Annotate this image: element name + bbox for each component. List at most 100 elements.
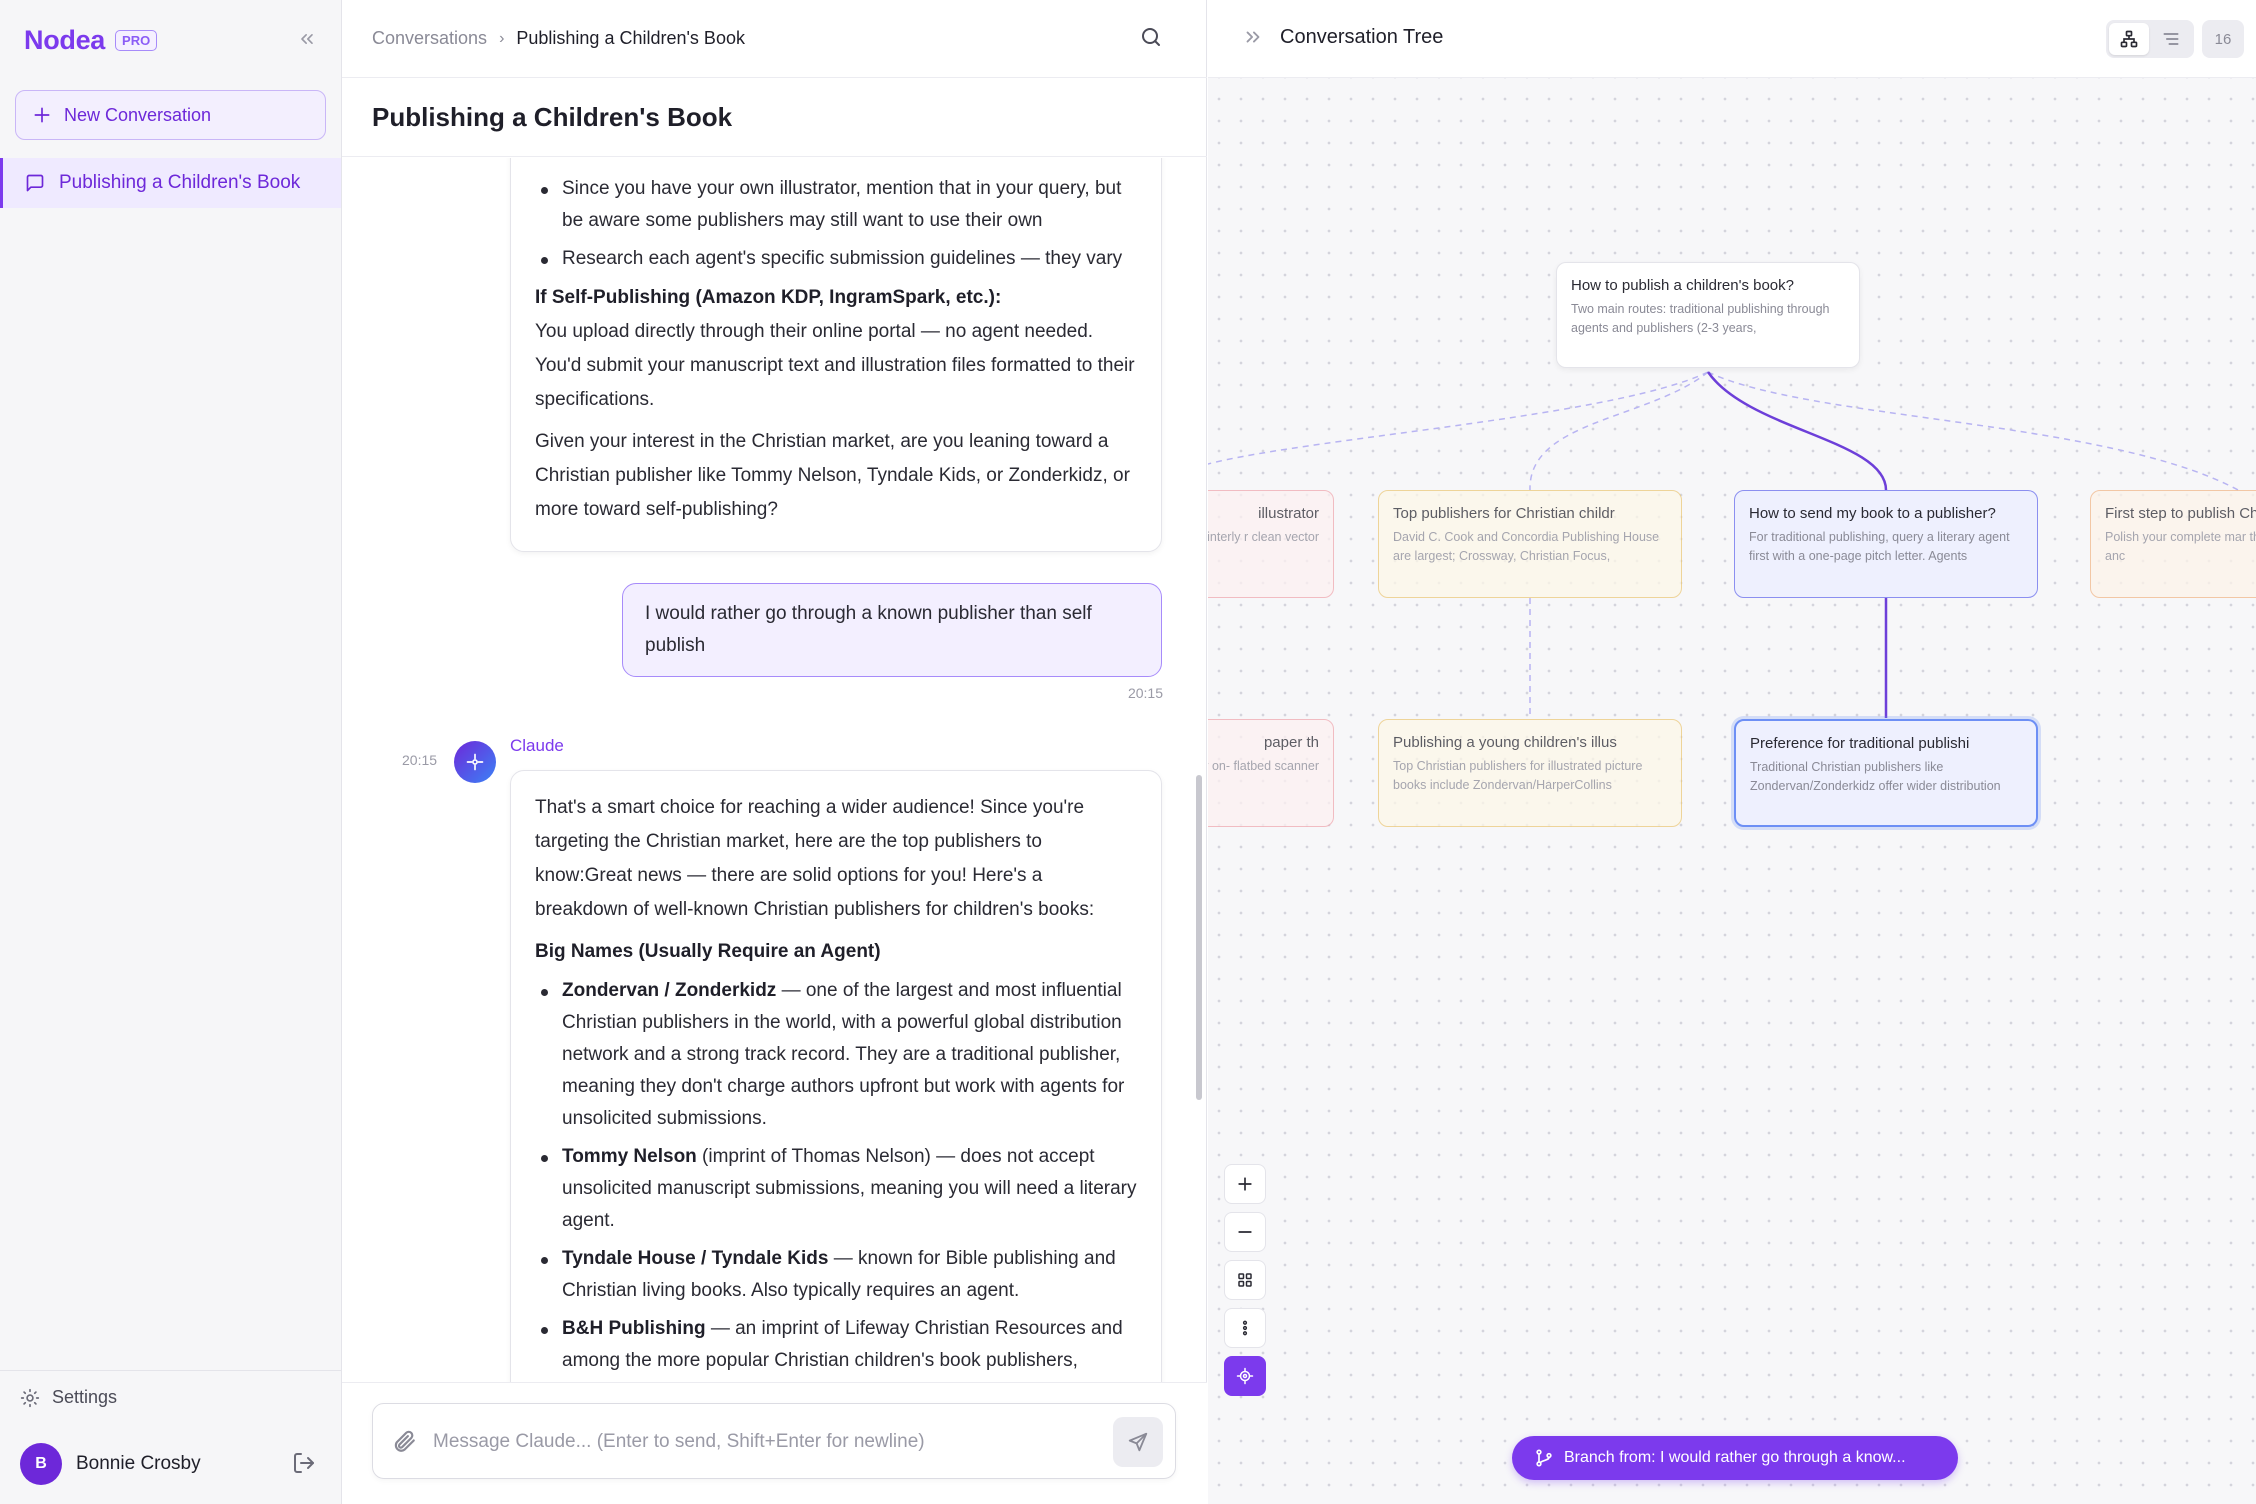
node-title: paper th: [1263, 734, 1319, 751]
tree-node[interactable]: Top publishers for Christian childr Davi…: [1378, 490, 1682, 598]
list-view-button[interactable]: [2151, 23, 2191, 55]
assistant-avatar: [454, 741, 496, 783]
publisher-desc: — known for Bible publishing and Christi…: [562, 1248, 1116, 1301]
collapse-sidebar-button[interactable]: [292, 24, 322, 54]
tree-title: Conversation Tree: [1280, 26, 1444, 48]
tree-node[interactable]: First step to publish Ch Polish your com…: [2090, 490, 2256, 598]
node-title: illustrator: [1258, 505, 1319, 522]
node-snippet: p for painterly r clean vector: [1208, 530, 1319, 544]
git-branch-icon: [1536, 1449, 1552, 1467]
node-snippet: Polish your complete mar through proofre…: [2105, 530, 2256, 563]
target-icon: [1236, 1367, 1254, 1385]
sparkle-icon: [466, 753, 484, 771]
brand-logo: Nodea: [24, 24, 106, 55]
attach-button[interactable]: [391, 1428, 419, 1456]
breadcrumb-current: Publishing a Children's Book: [516, 28, 745, 48]
search-button[interactable]: [1139, 25, 1167, 53]
zoom-in-button[interactable]: [1224, 1164, 1266, 1204]
grid-icon: [1238, 1273, 1252, 1287]
list-icon: [2163, 33, 2179, 45]
avatar: B: [20, 1443, 62, 1485]
publisher-name: Tommy Nelson: [562, 1146, 697, 1167]
chat-title-bar: Publishing a Children's Book: [342, 79, 1207, 157]
brand: Nodea PRO: [24, 22, 158, 58]
node-snippet: David C. Cook and Concordia Publishing H…: [1393, 530, 1660, 563]
list-item: Tyndale House / Tyndale Kids — known for…: [535, 1243, 1137, 1307]
message-timestamp: 20:15: [1127, 685, 1163, 701]
composer: [372, 1403, 1176, 1479]
node-title: Top publishers for Christian childr: [1393, 505, 1615, 522]
publisher-name: B&H Publishing: [562, 1318, 706, 1339]
tree-header: Conversation Tree 16: [1208, 0, 2256, 78]
minus-icon: [1238, 1231, 1252, 1233]
assistant-message: That's a smart choice for reaching a wid…: [510, 770, 1162, 1382]
send-button[interactable]: [1113, 1417, 1163, 1467]
layout-vertical-button[interactable]: [1224, 1308, 1266, 1348]
chat-panel: Conversations › Publishing a Children's …: [342, 0, 1207, 1504]
new-conversation-label: New Conversation: [64, 104, 212, 125]
focus-active-button[interactable]: [1224, 1356, 1266, 1396]
conversation-item[interactable]: Publishing a Children's Book: [0, 158, 341, 208]
paperclip-icon: [394, 1430, 415, 1452]
tree-edges: [1208, 371, 2239, 718]
tree-node[interactable]: Publishing a young children's illus Top …: [1378, 719, 1682, 827]
tree-node[interactable]: illustrator p for painterly r clean vect…: [1208, 490, 1334, 598]
message-list[interactable]: Since you have your own illustrator, men…: [342, 158, 1207, 1382]
message-paragraph: You upload directly through their online…: [535, 321, 1135, 410]
node-title: First step to publish Ch: [2105, 505, 2256, 522]
breadcrumb: Conversations › Publishing a Children's …: [342, 0, 1207, 78]
list-item: Since you have your own illustrator, men…: [535, 173, 1137, 237]
tree-view-button[interactable]: [2109, 23, 2149, 55]
tree-node[interactable]: How to send my book to a publisher? For …: [1734, 490, 2038, 598]
publisher-desc: (imprint of Thomas Nelson) — does not ac…: [562, 1146, 1137, 1231]
page-title: Publishing a Children's Book: [372, 102, 733, 132]
message-input[interactable]: [433, 1422, 1073, 1462]
list-item: B&H Publishing — an imprint of Lifeway C…: [535, 1313, 1137, 1377]
settings-label: Settings: [52, 1387, 118, 1407]
settings-sun-icon: [20, 1388, 40, 1407]
list-item: Zondervan / Zonderkidz — one of the larg…: [535, 975, 1137, 1135]
assistant-name: Claude: [510, 736, 564, 755]
pro-badge: PRO: [115, 29, 158, 51]
logout-button[interactable]: [292, 1451, 320, 1479]
node-count-badge: 16: [2202, 20, 2244, 58]
expand-panel-button[interactable]: [1242, 26, 1268, 52]
message-heading: Big Names (Usually Require an Agent): [535, 941, 881, 962]
node-snippet: Top Christian publishers for illustrated…: [1393, 759, 1643, 792]
message-heading: If Self-Publishing (Amazon KDP, IngramSp…: [535, 287, 1002, 308]
user-name: Bonnie Crosby: [76, 1453, 201, 1474]
publisher-name: Tyndale House / Tyndale Kids: [562, 1248, 829, 1269]
settings-button[interactable]: Settings: [20, 1387, 117, 1408]
conversation-item-label: Publishing a Children's Book: [59, 172, 301, 193]
tree-panel[interactable]: Conversation Tree 16 How to publish a ch…: [1208, 0, 2256, 1504]
message-paragraph: That's a smart choice for reaching a wid…: [535, 797, 1095, 920]
tree-node-active[interactable]: Preference for traditional publishi Trad…: [1734, 719, 2038, 827]
node-snippet: Traditional Christian publishers like Zo…: [1750, 760, 2001, 793]
send-icon: [1128, 1432, 1148, 1452]
node-title: How to publish a children's book?: [1571, 277, 1794, 294]
plus-icon: [1238, 1177, 1252, 1191]
fit-view-button[interactable]: [1224, 1260, 1266, 1300]
user-message: I would rather go through a known publis…: [622, 583, 1162, 677]
search-icon: [1142, 28, 1160, 46]
publisher-name: Zondervan / Zonderkidz: [562, 980, 777, 1001]
new-conversation-button[interactable]: New Conversation: [15, 90, 326, 140]
node-title: Preference for traditional publishi: [1750, 735, 1970, 752]
tree-node[interactable]: paper th s traditionally on- flatbed sca…: [1208, 719, 1334, 827]
chevrons-left-icon: [301, 34, 313, 45]
chevrons-right-icon: [1246, 31, 1260, 43]
chevron-right-icon: ›: [499, 29, 505, 47]
branch-from-button[interactable]: Branch from: I would rather go through a…: [1512, 1436, 1958, 1480]
list-item: Tommy Nelson (imprint of Thomas Nelson) …: [535, 1141, 1137, 1237]
message-bullets: Since you have your own illustrator, men…: [535, 173, 1137, 275]
tree-node-root[interactable]: How to publish a children's book? Two ma…: [1556, 262, 1860, 368]
node-snippet: s traditionally on- flatbed scanner: [1208, 759, 1319, 773]
node-title: Publishing a young children's illus: [1393, 734, 1617, 751]
breadcrumb-root[interactable]: Conversations: [372, 28, 488, 48]
sidebar: Nodea PRO New Conversation Publishing a …: [0, 0, 342, 1504]
message-paragraph: Given your interest in the Christian mar…: [535, 431, 1130, 520]
scrollbar[interactable]: [1196, 775, 1202, 1100]
zoom-out-button[interactable]: [1224, 1212, 1266, 1252]
message-timestamp: 20:15: [402, 752, 438, 768]
